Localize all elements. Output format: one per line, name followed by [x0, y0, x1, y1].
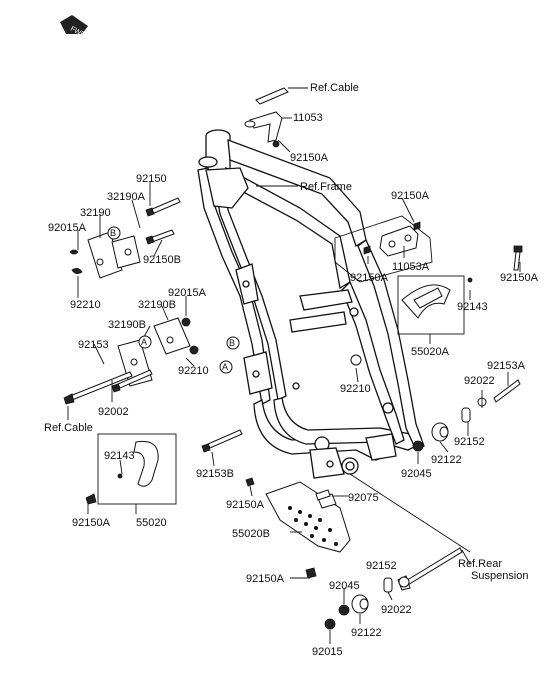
bushing-92122-upper	[431, 422, 449, 442]
bracket-32190	[69, 197, 181, 279]
leader-lines	[67, 87, 521, 644]
part-92152-label-1: 92152	[454, 436, 485, 448]
part-32190B-label-1: 32190B	[138, 299, 176, 311]
part-32190B-label-2: 32190B	[108, 319, 146, 331]
bushing-92122-lower	[351, 594, 369, 614]
part-92150A-label-2: 92150A	[391, 190, 429, 202]
part-92150B-label: 92150B	[143, 254, 181, 266]
part-92210-label-3: 92210	[340, 383, 371, 395]
bolt-92153B	[201, 429, 243, 453]
part-55020A-label: 55020A	[411, 346, 449, 358]
main-frame	[197, 129, 425, 479]
part-92150A-label-5: 92150A	[72, 517, 110, 529]
ref-cable-bottom-label: Ref.Cable	[44, 422, 93, 434]
part-92210-label-2: 92210	[178, 365, 209, 377]
nut-92015	[324, 618, 336, 630]
part-92015-label: 92015	[312, 646, 343, 658]
collar-92152-upper	[461, 407, 471, 423]
part-32190-label: 32190	[80, 207, 111, 219]
skid-plate-55020B	[265, 481, 351, 553]
part-92153B-label: 92153B	[196, 468, 234, 480]
callout-b-left: B	[110, 228, 117, 238]
part-92150A-label-4: 92150A	[500, 272, 538, 284]
nut-92045-lower	[338, 604, 350, 616]
part-55020-label: 55020	[136, 517, 167, 529]
part-92002-label: 92002	[98, 406, 129, 418]
part-55020B-label: 55020B	[232, 528, 270, 540]
part-92143-label-2: 92143	[104, 450, 135, 462]
callout-a-left: A	[141, 337, 148, 347]
collar-92152-lower	[383, 577, 393, 593]
ref-rear-suspension-label-1: Ref.Rear	[458, 558, 503, 570]
part-11053-label: 11053	[293, 112, 323, 124]
part-92045-label-2: 92045	[329, 580, 360, 592]
part-11053A-label: 11053A	[392, 261, 430, 273]
bracket-11053	[244, 87, 289, 148]
part-92122-label-1: 92122	[431, 454, 462, 466]
part-32190A-label: 32190A	[107, 191, 145, 203]
part-92143-label-1: 92143	[457, 301, 488, 313]
bolt-92153A	[493, 379, 521, 403]
callout-a-frame: A	[222, 362, 229, 372]
part-92075-label: 92075	[348, 492, 379, 504]
guard-55020A	[397, 275, 473, 335]
part-92150A-label-3: 92150A	[350, 272, 388, 284]
callout-b-frame: B	[229, 338, 236, 348]
callout-markers	[107, 226, 240, 374]
bracket-32190B	[63, 317, 199, 405]
fwd-arrow-icon: FWD	[60, 15, 88, 39]
bolt-92150A-upper-right	[513, 245, 523, 271]
part-92150A-label-7: 92150A	[246, 573, 284, 585]
part-92015A-label-2: 92015A	[168, 287, 206, 299]
part-92122-label-2: 92122	[351, 627, 382, 639]
bracket-11053A	[334, 215, 433, 283]
part-92150A-label-1: 92150A	[290, 152, 328, 164]
part-92153A-label: 92153A	[487, 360, 525, 372]
ref-rear-suspension-label-2: Suspension	[471, 570, 529, 582]
part-92022-label-2: 92022	[381, 604, 412, 616]
part-92150-label: 92150	[136, 173, 167, 185]
rear-suspension-bolt	[397, 547, 463, 591]
nut-92045-upper	[412, 440, 424, 452]
bolts-misc	[245, 354, 362, 579]
part-92022-label-1: 92022	[464, 375, 495, 387]
part-92015A-label-1: 92015A	[48, 222, 86, 234]
part-92152-label-2: 92152	[366, 560, 397, 572]
part-92150A-label-6: 92150A	[226, 499, 264, 511]
ref-cable-top-label: Ref.Cable	[310, 82, 359, 94]
part-92210-label-1: 92210	[70, 299, 101, 311]
part-92045-label-1: 92045	[401, 468, 432, 480]
ref-frame-label: Ref.Frame	[300, 181, 352, 193]
guard-55020	[85, 433, 177, 505]
part-92153-label: 92153	[78, 339, 109, 351]
